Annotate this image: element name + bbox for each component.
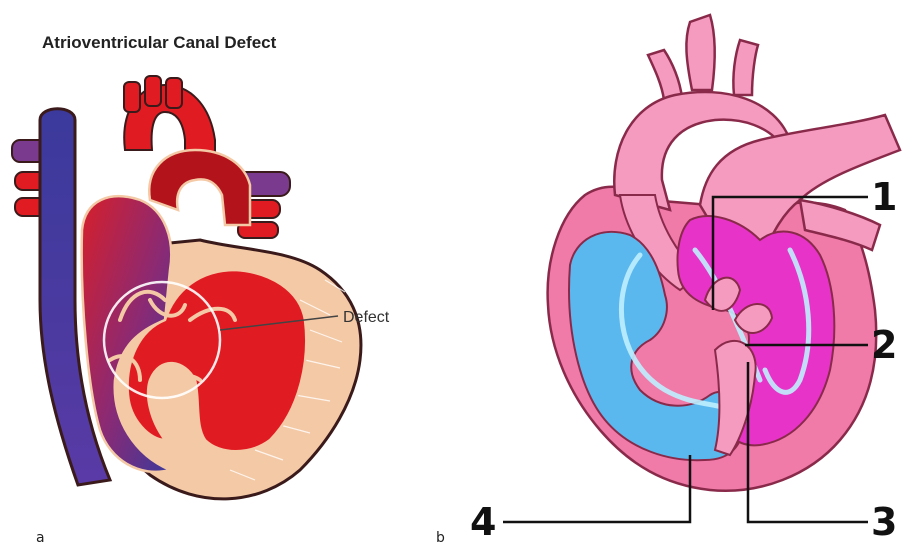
aorta-branch-1 <box>124 82 140 112</box>
aorta-branch-2 <box>145 76 161 106</box>
panel-a-letter: a <box>36 530 45 546</box>
defect-label: Defect <box>343 309 390 326</box>
callout-number-4: 4 <box>470 500 496 544</box>
heart-b-top-vessel-3 <box>648 50 682 100</box>
panel-b: 1 2 3 4 b <box>436 15 900 546</box>
pulmonary-artery <box>149 150 250 225</box>
aorta-branch-3 <box>166 78 182 108</box>
callout-number-1: 1 <box>871 175 897 219</box>
panel-b-letter: b <box>436 530 445 546</box>
heart-b-top-vessel-2 <box>733 40 758 95</box>
callout-number-2: 2 <box>871 323 897 367</box>
callout-number-3: 3 <box>871 500 897 544</box>
heart-b-top-vessel <box>686 15 714 90</box>
panel-a-title: Atrioventricular Canal Defect <box>42 33 277 52</box>
panel-a: Atrioventricular Canal Defect <box>12 33 390 546</box>
